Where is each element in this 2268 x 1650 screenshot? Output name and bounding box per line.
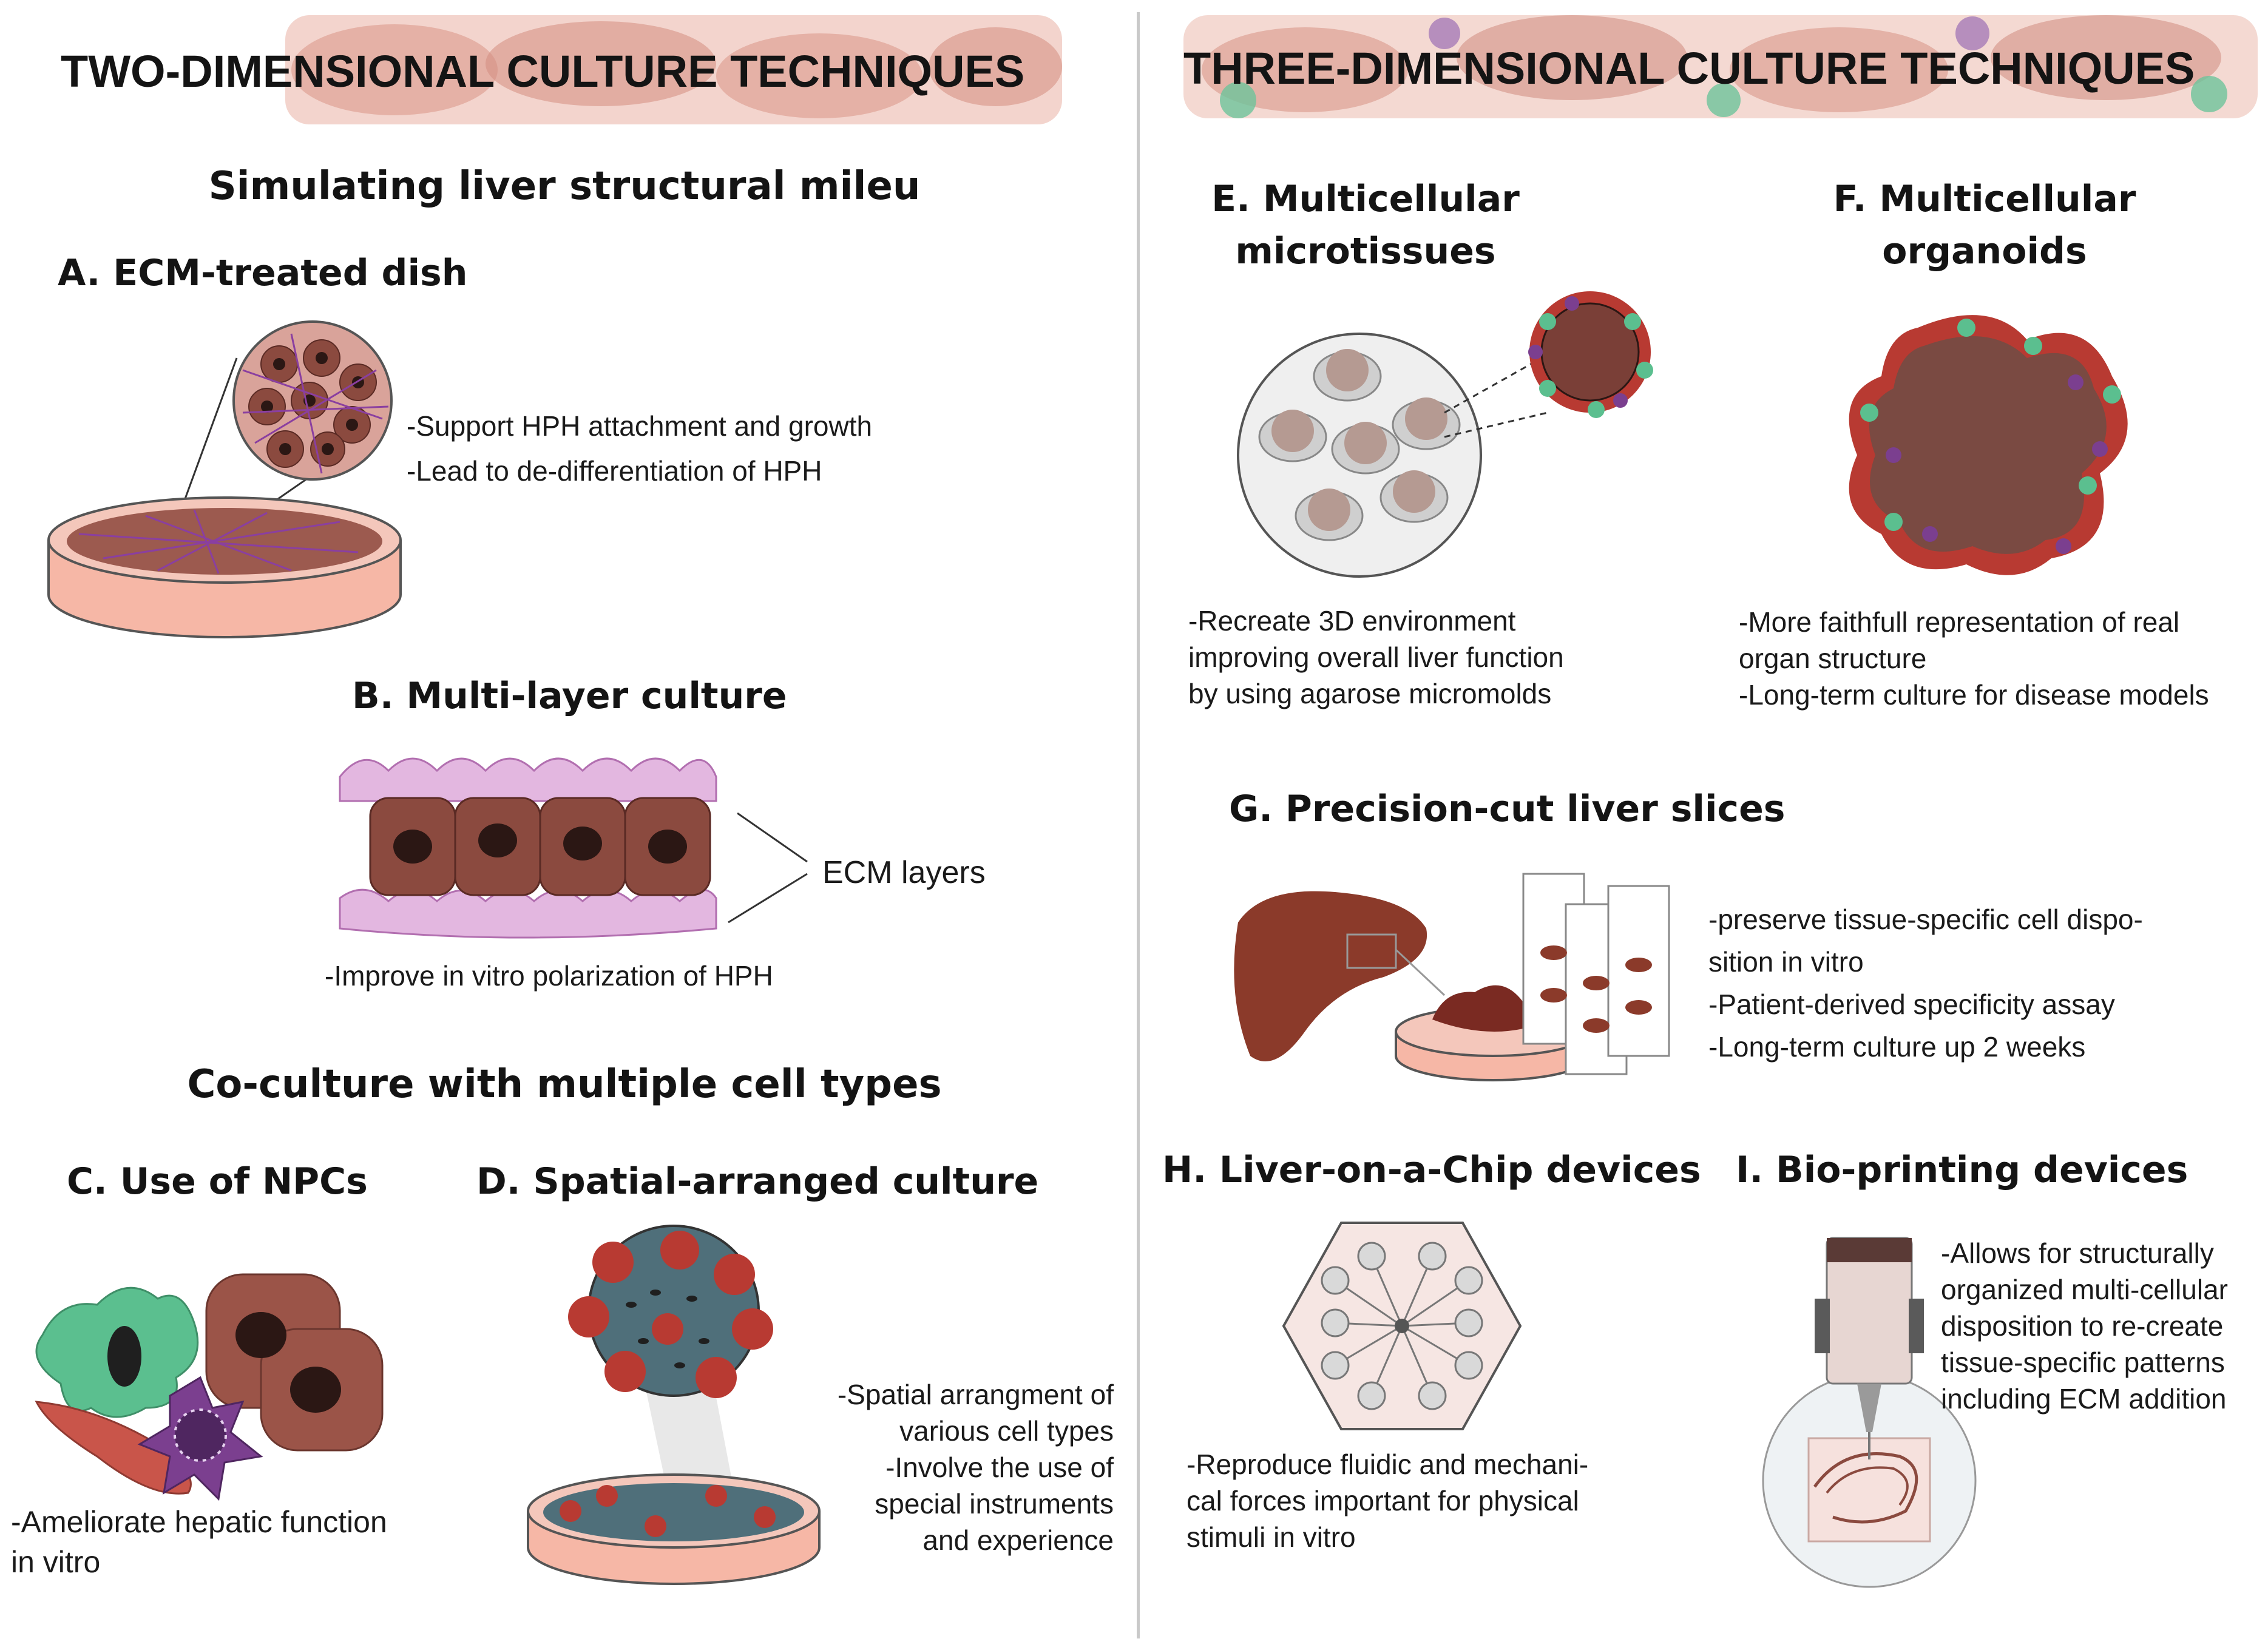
petri-dish-icon: [47, 320, 402, 638]
panel-f-desc-line: -More faithfull representation of real: [1739, 606, 2180, 638]
panel-e-desc-line: -Recreate 3D environment: [1188, 605, 1516, 637]
npc-cells-image: [35, 1273, 384, 1501]
panel-d-title: D. Spatial-arranged culture: [476, 1160, 1039, 1203]
panel-d-desc-line: -Spatial arrangment of: [837, 1379, 1114, 1410]
panel-e-desc-line: improving overall liver function: [1188, 641, 1564, 673]
panel-g-desc-line: -preserve tissue-specific cell dispo-: [1708, 904, 2143, 935]
bioprinter-icon: [1762, 1237, 1977, 1588]
panel-d-desc-line: -Involve the use of: [885, 1452, 1114, 1483]
ecm-layers-label: ECM layers: [822, 855, 986, 890]
liver-icon: [1234, 873, 1670, 1081]
panel-g-desc-line: -Long-term culture up 2 weeks: [1708, 1031, 2086, 1063]
panel-c-desc-line: in vitro: [11, 1545, 101, 1579]
panel-a-title: A. ECM-treated dish: [58, 252, 468, 294]
organoid-image: [1849, 315, 2128, 575]
panel-g-description: -preserve tissue-specific cell dispo- si…: [1708, 898, 2143, 1068]
panel-a-desc-line: -Support HPH attachment and growth: [407, 410, 873, 442]
panel-e-title: E. Multicellular microtissues: [1183, 173, 1548, 277]
panel-d-desc-line: and experience: [922, 1524, 1114, 1556]
chip-icon: [1282, 1222, 1522, 1430]
panel-f-desc-line: -Long-term culture for disease models: [1739, 679, 2209, 711]
panel-h-title: H. Liver-on-a-Chip devices: [1162, 1149, 1701, 1191]
panel-i-title: I. Bio-printing devices: [1736, 1149, 2188, 1191]
section-coculture-title: Co-culture with multiple cell types: [187, 1062, 942, 1107]
panel-g-desc-line: sition in vitro: [1708, 946, 1864, 978]
panel-e-desc-line: by using agarose micromolds: [1188, 678, 1552, 709]
panel-h-desc-line: -Reproduce fluidic and mechani-: [1186, 1449, 1589, 1480]
panel-b-title: B. Multi-layer culture: [352, 675, 787, 717]
panel-i-desc-line: disposition to re-create: [1941, 1310, 2224, 1342]
panel-d-desc-line: special instruments: [875, 1488, 1114, 1520]
panel-i-desc-line: including ECM addition: [1941, 1383, 2227, 1415]
panel-a-desc-line: -Lead to de-differentiation of HPH: [407, 455, 822, 487]
panel-h-desc-line: cal forces important for physical: [1186, 1485, 1579, 1516]
left-banner-image: [285, 15, 1062, 124]
panel-h-desc-line: stimuli in vitro: [1186, 1521, 1356, 1553]
panel-e-title-line: E. Multicellular: [1211, 178, 1520, 220]
multilayer-culture-image: [339, 757, 808, 939]
panel-d-desc-line: various cell types: [899, 1415, 1114, 1447]
section-structural-title: Simulating liver structural mileu: [208, 164, 921, 209]
left-banner-title: TWO-DIMENSIONAL CULTURE TECHNIQUES: [61, 46, 1025, 96]
panel-c-title: C. Use of NPCs: [67, 1160, 368, 1203]
panel-e-title-line: microtissues: [1235, 230, 1496, 272]
panel-b-desc-line: -Improve in vitro polarization of HPH: [325, 960, 773, 992]
panel-f-title-line: F. Multicellular: [1833, 178, 2136, 220]
panel-g-desc-line: -Patient-derived specificity assay: [1708, 989, 2115, 1020]
panel-i-description: -Allows for structurally organized multi…: [1941, 1235, 2228, 1417]
microtissues-image: [1237, 291, 1653, 578]
panel-i-desc-line: organized multi-cellular: [1941, 1274, 2228, 1305]
column-divider: [1137, 12, 1140, 1638]
spatial-culture-image: [527, 1225, 821, 1585]
right-banner-title: THREE-DIMENSIONAL CULTURE TECHNIQUES: [1183, 43, 2195, 93]
panel-i-desc-line: -Allows for structurally: [1941, 1237, 2214, 1269]
panel-h-description: -Reproduce fluidic and mechani- cal forc…: [1186, 1446, 1588, 1555]
panel-f-desc-line: organ structure: [1739, 643, 1927, 674]
right-banner-image: [1183, 15, 2258, 118]
panel-f-title-line: organoids: [1882, 230, 2087, 272]
panel-c-description: -Ameliorate hepatic function in vitro: [11, 1502, 387, 1582]
panel-b-description: -Improve in vitro polarization of HPH: [325, 958, 773, 994]
panel-d-description: -Spatial arrangment of various cell type…: [740, 1376, 1114, 1558]
panel-f-title: F. Multicellular organoids: [1803, 173, 2167, 277]
panel-i-desc-line: tissue-specific patterns: [1941, 1347, 2225, 1378]
panel-a-description: -Support HPH attachment and growth -Lead…: [407, 408, 872, 489]
panel-e-description: -Recreate 3D environment improving overa…: [1188, 603, 1564, 712]
panel-g-title: G. Precision-cut liver slices: [1229, 788, 1786, 830]
panel-f-description: -More faithfull representation of real o…: [1739, 604, 2209, 713]
panel-c-desc-line: -Ameliorate hepatic function: [11, 1505, 387, 1539]
